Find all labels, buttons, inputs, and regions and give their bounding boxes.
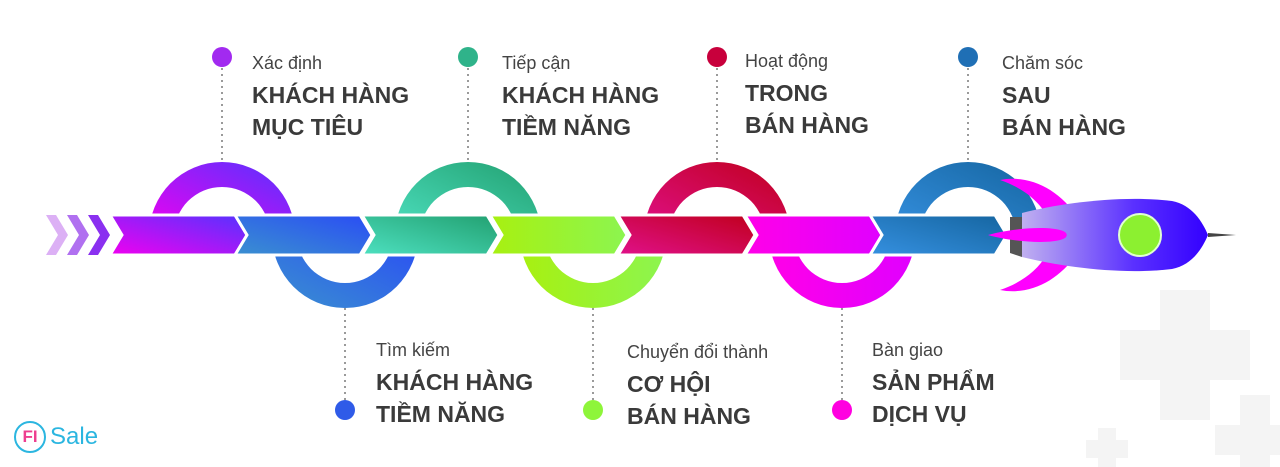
step-title-line1: SAU: [1002, 82, 1051, 108]
step-title-line1: KHÁCH HÀNG: [502, 82, 660, 108]
step-title-line1: TRONG: [745, 80, 829, 106]
step-title-line2: DỊCH VỤ: [872, 401, 967, 427]
step-title-line1: SẢN PHẨM: [872, 369, 995, 395]
step-intro: Tiếp cận: [502, 53, 571, 73]
step-label-approach: Tiếp cận KHÁCH HÀNG TIỀM NĂNG: [502, 47, 659, 143]
logo-name: Sale: [50, 423, 99, 450]
logo-mark: FI: [14, 421, 46, 453]
step-label-aftercare: Chăm sóc SAU BÁN HÀNG: [1002, 47, 1126, 143]
step-intro: Chăm sóc: [1002, 53, 1084, 73]
arrow-band: [107, 213, 1009, 257]
step-intro: Bàn giao: [872, 340, 944, 360]
step-title-line2: MỤC TIÊU: [252, 114, 364, 140]
step-title-line2: BÁN HÀNG: [627, 403, 751, 429]
step-title-line1: KHÁCH HÀNG: [376, 369, 534, 395]
step-title-line2: BÁN HÀNG: [745, 112, 869, 138]
step-label-identify: Xác định KHÁCH HÀNG MỤC TIÊU: [252, 47, 409, 143]
lead-chevrons: [46, 215, 110, 255]
step-title-line1: CƠ HỘI: [627, 371, 711, 397]
step-intro: Tìm kiếm: [376, 340, 450, 360]
step-intro: Hoạt động: [745, 51, 829, 71]
step-title-line1: KHÁCH HÀNG: [252, 82, 410, 108]
connector-lines: [221, 68, 969, 400]
step-intro: Xác định: [252, 53, 323, 73]
bottom-rings: [272, 235, 915, 308]
brand-logo: FI Sale: [14, 421, 98, 453]
step-title-line2: TIỀM NĂNG: [376, 401, 506, 427]
rocket-icon: [988, 178, 1236, 292]
step-dots: [212, 47, 978, 420]
step-title-line2: TIỀM NĂNG: [502, 114, 632, 140]
background-plus-shapes: [1086, 290, 1280, 467]
step-intro: Chuyển đổi thành: [627, 342, 769, 362]
step-label-convert: Chuyển đổi thành CƠ HỘI BÁN HÀNG: [627, 336, 768, 432]
step-title-line2: BÁN HÀNG: [1002, 114, 1126, 140]
step-label-handover: Bàn giao SẢN PHẨM DỊCH VỤ: [872, 334, 995, 430]
step-label-search: Tìm kiếm KHÁCH HÀNG TIỀM NĂNG: [376, 334, 533, 430]
step-label-selling: Hoạt động TRONG BÁN HÀNG: [745, 45, 869, 141]
